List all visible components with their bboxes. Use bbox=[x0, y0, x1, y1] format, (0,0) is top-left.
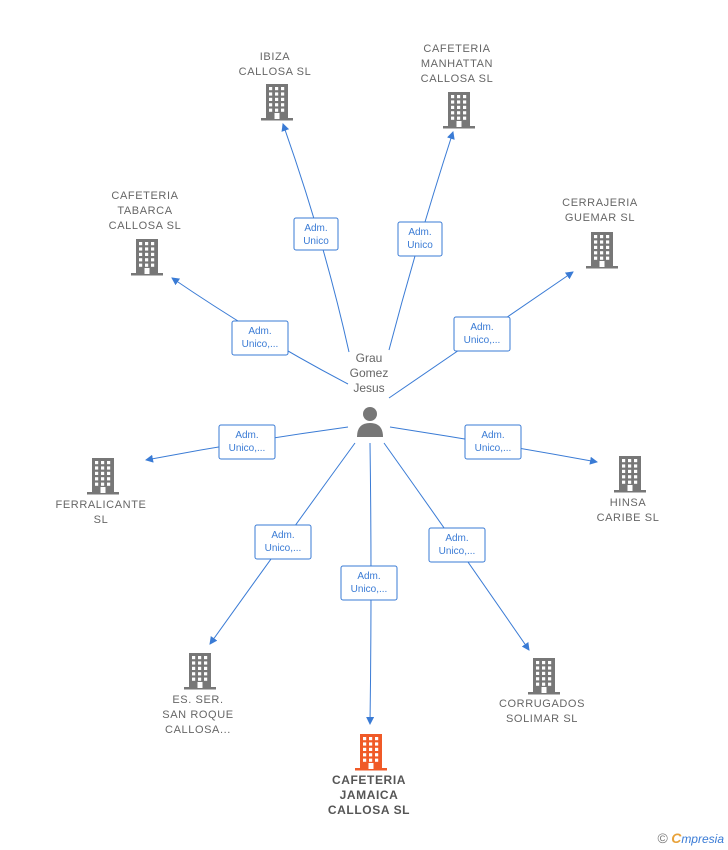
company-node-manhattan[interactable]: CAFETERIA MANHATTAN CALLOSA SL bbox=[421, 43, 494, 129]
relation-label-box bbox=[218, 424, 276, 460]
relation-label-text: Unico,... bbox=[265, 543, 302, 554]
relation-label-text: Adm. bbox=[445, 533, 468, 544]
company-node-ferralicante[interactable]: FERRALICANTE SL bbox=[56, 458, 147, 526]
relation-label-box bbox=[397, 221, 443, 257]
company-name-line: CAFETERIA bbox=[111, 190, 178, 202]
company-name-line: CORRUGADOS bbox=[499, 698, 585, 710]
company-name-line: CARIBE SL bbox=[597, 512, 660, 524]
company-name-line: CALLOSA... bbox=[165, 724, 231, 736]
relation-label-text: Adm. bbox=[304, 223, 327, 234]
building-icon bbox=[355, 734, 387, 771]
building-icon bbox=[528, 658, 560, 695]
company-name-line: ES. SER. bbox=[172, 694, 223, 706]
relation-label-text: Unico,... bbox=[439, 546, 476, 557]
relation-label-text: Unico,... bbox=[242, 339, 279, 350]
person-name-line: Gomez bbox=[350, 366, 389, 380]
relation-label[interactable]: Adm. Unico,... bbox=[428, 527, 486, 563]
relation-label-box bbox=[293, 217, 339, 251]
relation-label-text: Unico,... bbox=[464, 335, 501, 346]
relation-label-text: Unico bbox=[303, 236, 329, 247]
company-name-line: SOLIMAR SL bbox=[506, 713, 578, 725]
building-icon bbox=[184, 653, 216, 690]
relation-label[interactable]: Adm. Unico,... bbox=[218, 424, 276, 460]
building-icon bbox=[443, 92, 475, 129]
footer-brand: © Cmpresia bbox=[658, 830, 724, 846]
building-icon bbox=[131, 239, 163, 276]
person-icon bbox=[357, 407, 383, 437]
relation-label-text: Adm. bbox=[235, 430, 258, 441]
company-name-line: IBIZA bbox=[260, 51, 291, 63]
company-name-line: HINSA bbox=[610, 497, 647, 509]
company-node-hinsa[interactable]: HINSA CARIBE SL bbox=[597, 456, 660, 524]
company-name-line: TABARCA bbox=[117, 205, 172, 217]
relation-label-text: Unico,... bbox=[229, 443, 266, 454]
company-name-line: CALLOSA SL bbox=[109, 220, 182, 232]
person-name-line: Grau bbox=[356, 351, 383, 365]
relation-label-text: Adm. bbox=[481, 430, 504, 441]
building-icon bbox=[614, 456, 646, 493]
company-name-line: GUEMAR SL bbox=[565, 212, 635, 224]
company-name-line: SAN ROQUE bbox=[162, 709, 233, 721]
brand-logo-letter: C bbox=[671, 830, 682, 846]
relation-label-text: Unico,... bbox=[351, 584, 388, 595]
company-node-solimar[interactable]: CORRUGADOS SOLIMAR SL bbox=[499, 658, 585, 725]
company-name-line: CERRAJERIA bbox=[562, 197, 638, 209]
company-node-guemar[interactable]: CERRAJERIA GUEMAR SL bbox=[562, 197, 638, 269]
relation-label[interactable]: Adm. Unico,... bbox=[254, 524, 312, 560]
company-name-line: FERRALICANTE bbox=[56, 499, 147, 511]
company-name-line: JAMAICA bbox=[340, 788, 399, 802]
relation-label[interactable]: Adm. Unico bbox=[293, 217, 339, 251]
relation-label-text: Adm. bbox=[248, 326, 271, 337]
company-name-line: SL bbox=[94, 514, 109, 526]
relation-label-text: Adm. bbox=[408, 227, 431, 238]
company-name-line: CALLOSA SL bbox=[421, 73, 494, 85]
relation-label-text: Adm. bbox=[357, 571, 380, 582]
company-name-line: CAFETERIA bbox=[423, 43, 490, 55]
relation-label-box bbox=[464, 424, 522, 460]
relation-label[interactable]: Adm. Unico,... bbox=[464, 424, 522, 460]
company-name-line: CALLOSA SL bbox=[239, 66, 312, 78]
brand-logo-text: mpresia bbox=[681, 832, 724, 846]
company-name-line: CALLOSA SL bbox=[328, 803, 410, 817]
company-node-tabarca[interactable]: CAFETERIA TABARCA CALLOSA SL bbox=[109, 190, 182, 276]
relation-label[interactable]: Adm. Unico,... bbox=[453, 316, 511, 352]
copyright-icon: © bbox=[657, 830, 668, 846]
building-icon bbox=[261, 84, 293, 121]
person-node[interactable]: Grau Gomez Jesus bbox=[350, 351, 389, 437]
relation-label-text: Unico bbox=[407, 240, 433, 251]
building-icon bbox=[586, 232, 618, 269]
relation-label-text: Adm. bbox=[271, 530, 294, 541]
building-icon bbox=[87, 458, 119, 495]
relation-label-text: Adm. bbox=[470, 322, 493, 333]
company-name-line: CAFETERIA bbox=[332, 773, 406, 787]
relation-label-box bbox=[254, 524, 312, 560]
relation-label-box bbox=[453, 316, 511, 352]
relation-label-box bbox=[231, 320, 289, 356]
company-node-sanroque[interactable]: ES. SER. SAN ROQUE CALLOSA... bbox=[162, 653, 233, 736]
person-name-line: Jesus bbox=[353, 381, 384, 395]
relation-label-text: Unico,... bbox=[475, 443, 512, 454]
company-name-line: MANHATTAN bbox=[421, 58, 493, 70]
relation-label[interactable]: Adm. Unico,... bbox=[340, 565, 398, 601]
relation-label[interactable]: Adm. Unico,... bbox=[231, 320, 289, 356]
company-node-ibiza[interactable]: IBIZA CALLOSA SL bbox=[239, 51, 312, 121]
relation-label[interactable]: Adm. Unico bbox=[397, 221, 443, 257]
relation-label-box bbox=[428, 527, 486, 563]
relation-label-box bbox=[340, 565, 398, 601]
